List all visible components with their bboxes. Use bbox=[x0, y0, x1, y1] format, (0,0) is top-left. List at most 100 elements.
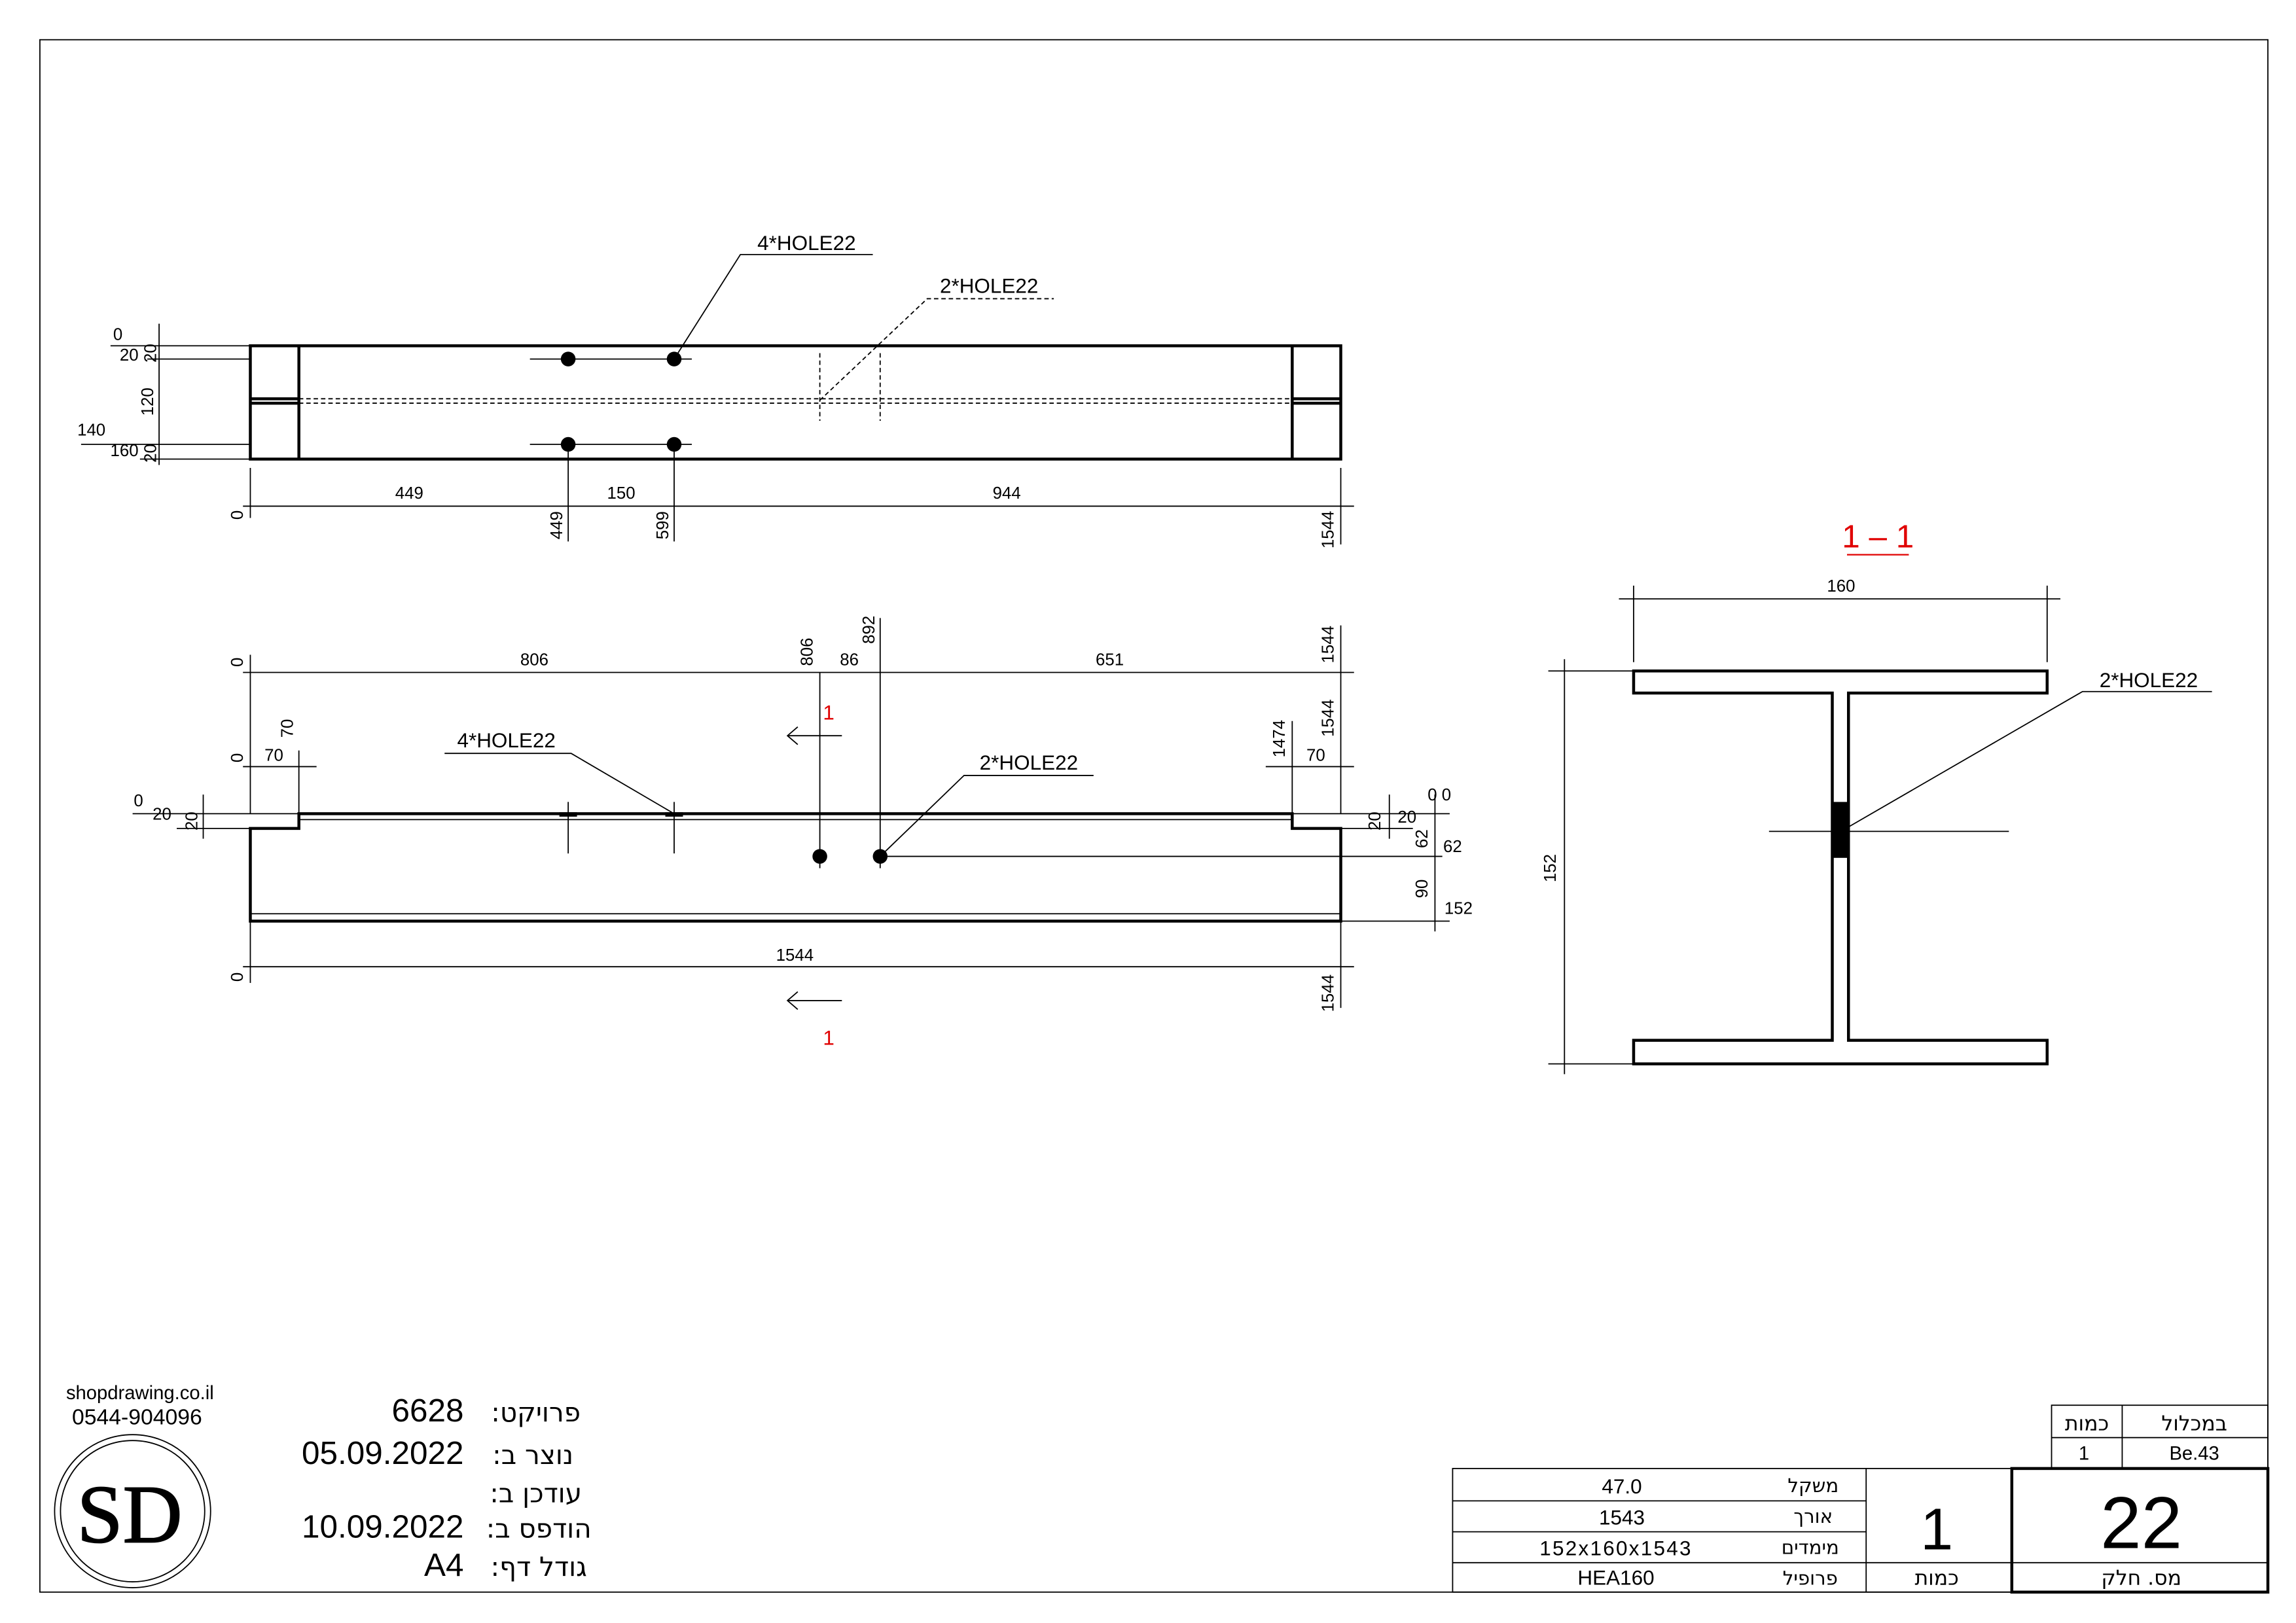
dimension-label: 86 bbox=[840, 651, 859, 669]
title-block: 47.0 משקל 1543 אורך 152x160x1543 מימדים … bbox=[1452, 1404, 2270, 1594]
dimension-label: פרויקט: bbox=[491, 1397, 581, 1428]
dimension-label: גודל דף: bbox=[491, 1551, 587, 1582]
drawing-line bbox=[819, 298, 1054, 401]
dimension-label: 152x160x1543 bbox=[1539, 1537, 1692, 1560]
dimension-label: 0 bbox=[113, 325, 122, 344]
dimension-label: 1544 bbox=[776, 946, 814, 965]
dimension-label: 05.09.2022 bbox=[302, 1435, 464, 1471]
dimension-label: 0 bbox=[228, 510, 247, 520]
dimension-label: 1 bbox=[2079, 1443, 2089, 1464]
dimension-label: משקל bbox=[1787, 1474, 1839, 1497]
company-info: shopdrawing.co.il 0544-904096 SD bbox=[54, 1383, 214, 1588]
i-beam-profile bbox=[1632, 669, 2049, 1065]
dimension-label: A4 bbox=[424, 1547, 464, 1583]
hole-label: 2*HOLE22 bbox=[2100, 669, 2198, 692]
dimension-label: 20 bbox=[142, 344, 160, 363]
dimension-label: 0 0 bbox=[1427, 786, 1451, 804]
dimension-label: 62 bbox=[1413, 829, 1431, 848]
section-mark: 1 bbox=[823, 1026, 834, 1049]
quantity: 1 bbox=[1920, 1497, 1953, 1563]
dimension-label: 449 bbox=[548, 511, 566, 539]
top-view: 4*HOLE22 2*HOLE22 0 20 20 120 140 160 20… bbox=[77, 232, 1354, 548]
dimension-label: 20 bbox=[120, 346, 139, 365]
dimension-label: במכלול bbox=[2161, 1412, 2227, 1435]
dimension-label: 651 bbox=[1096, 651, 1124, 669]
beam-outline bbox=[249, 812, 1342, 923]
drawing-line bbox=[60, 1440, 206, 1582]
dimension-label: 599 bbox=[654, 511, 672, 539]
dimension-label: הודפס ב: bbox=[486, 1513, 592, 1544]
section-title: 1 – 1 bbox=[1842, 518, 1914, 554]
dimension-label: HEA160 bbox=[1577, 1567, 1654, 1590]
dimension-label: מס. חלק bbox=[2101, 1567, 2181, 1590]
sd-logo: SD bbox=[54, 1434, 211, 1588]
drawing-line bbox=[786, 991, 798, 1010]
phone: 0544-904096 bbox=[72, 1404, 202, 1429]
dimension-label: 70 bbox=[264, 746, 283, 764]
hole-label: 2*HOLE22 bbox=[940, 274, 1038, 297]
drawing-line bbox=[880, 775, 1094, 857]
dimension-label: 0 bbox=[228, 972, 247, 982]
dimension-label: 1474 bbox=[1270, 720, 1289, 758]
dimension-label: 150 bbox=[607, 484, 636, 503]
dimension-label: 20 bbox=[1397, 808, 1416, 827]
part-number: 22 bbox=[2100, 1481, 2182, 1563]
section-view: 1 – 1 160 2*HOLE22 152 bbox=[1541, 518, 2212, 1075]
dimension-label: 1544 bbox=[1319, 511, 1337, 549]
section-arrow-icon bbox=[786, 991, 842, 1010]
dimension-label: כמות bbox=[2065, 1412, 2109, 1435]
assembly: Be.43 bbox=[2169, 1443, 2219, 1464]
dimension-label: 160 bbox=[1827, 577, 1855, 596]
project-info: 6628 פרויקט: 05.09.2022 נוצר ב: עודכן ב:… bbox=[302, 1393, 592, 1583]
dimension-label: 62 bbox=[1443, 838, 1462, 856]
drawing-line bbox=[1832, 802, 1849, 858]
drawing-line bbox=[2051, 1404, 2269, 1469]
dimension-label: 70 bbox=[279, 719, 297, 738]
dimension-label: 6628 bbox=[391, 1393, 463, 1429]
dimension-label: פרופיל bbox=[1783, 1567, 1838, 1590]
dimension-label: 20 bbox=[152, 805, 171, 823]
dimension-label: 449 bbox=[395, 484, 423, 503]
dimension-label: 90 bbox=[1413, 880, 1431, 899]
dimension-label: 0 bbox=[134, 792, 143, 810]
dimension-label: 1544 bbox=[1319, 699, 1337, 737]
sheet-border bbox=[39, 39, 2269, 1593]
dimension-label: 70 bbox=[1306, 746, 1325, 764]
drawing-line bbox=[1848, 690, 2212, 828]
dimension-label: 152 bbox=[1541, 854, 1560, 882]
dimension-label: 10.09.2022 bbox=[302, 1509, 464, 1545]
dimension-label: 20 bbox=[183, 812, 202, 830]
dimension-label: 20 bbox=[1366, 812, 1384, 830]
dimension-label: 1544 bbox=[1319, 626, 1337, 664]
dimension-label: אורך bbox=[1793, 1505, 1833, 1527]
section-arrow-icon bbox=[786, 726, 842, 745]
hole-label: 4*HOLE22 bbox=[757, 232, 855, 255]
dimension-label: 1544 bbox=[1319, 974, 1337, 1012]
hole-label: 2*HOLE22 bbox=[980, 751, 1078, 774]
dimension-label: 806 bbox=[798, 637, 816, 666]
dimension-label: נוצר ב: bbox=[492, 1439, 573, 1471]
side-view: 4*HOLE22 2*HOLE22 806 86 651 0 806 892 1… bbox=[132, 616, 1473, 1049]
dimension-label: 20 bbox=[142, 444, 160, 463]
drawing-line bbox=[673, 254, 873, 360]
dimension-label: 0 bbox=[228, 658, 247, 667]
dimension-label: 892 bbox=[860, 616, 878, 644]
dimension-label: 152 bbox=[1444, 899, 1473, 918]
dimension-label: 160 bbox=[110, 442, 138, 460]
dimension-label: SD bbox=[77, 1469, 183, 1560]
dimension-label: כמות bbox=[1915, 1567, 1959, 1590]
dimension-label: עודכן ב: bbox=[490, 1478, 582, 1509]
dimension-label: 1543 bbox=[1599, 1506, 1645, 1529]
drawing-line bbox=[444, 753, 675, 815]
dimension-label: 806 bbox=[520, 651, 548, 669]
section-mark: 1 bbox=[823, 701, 834, 724]
website: shopdrawing.co.il bbox=[66, 1383, 214, 1404]
hole-label: 4*HOLE22 bbox=[457, 729, 555, 752]
dimension-label: 140 bbox=[77, 421, 105, 440]
drawing-line bbox=[54, 1434, 211, 1588]
drawing-line bbox=[786, 726, 798, 745]
dimension-label: 944 bbox=[993, 484, 1021, 503]
dimension-label: 120 bbox=[139, 387, 157, 416]
dimension-label: מימדים bbox=[1782, 1536, 1839, 1558]
